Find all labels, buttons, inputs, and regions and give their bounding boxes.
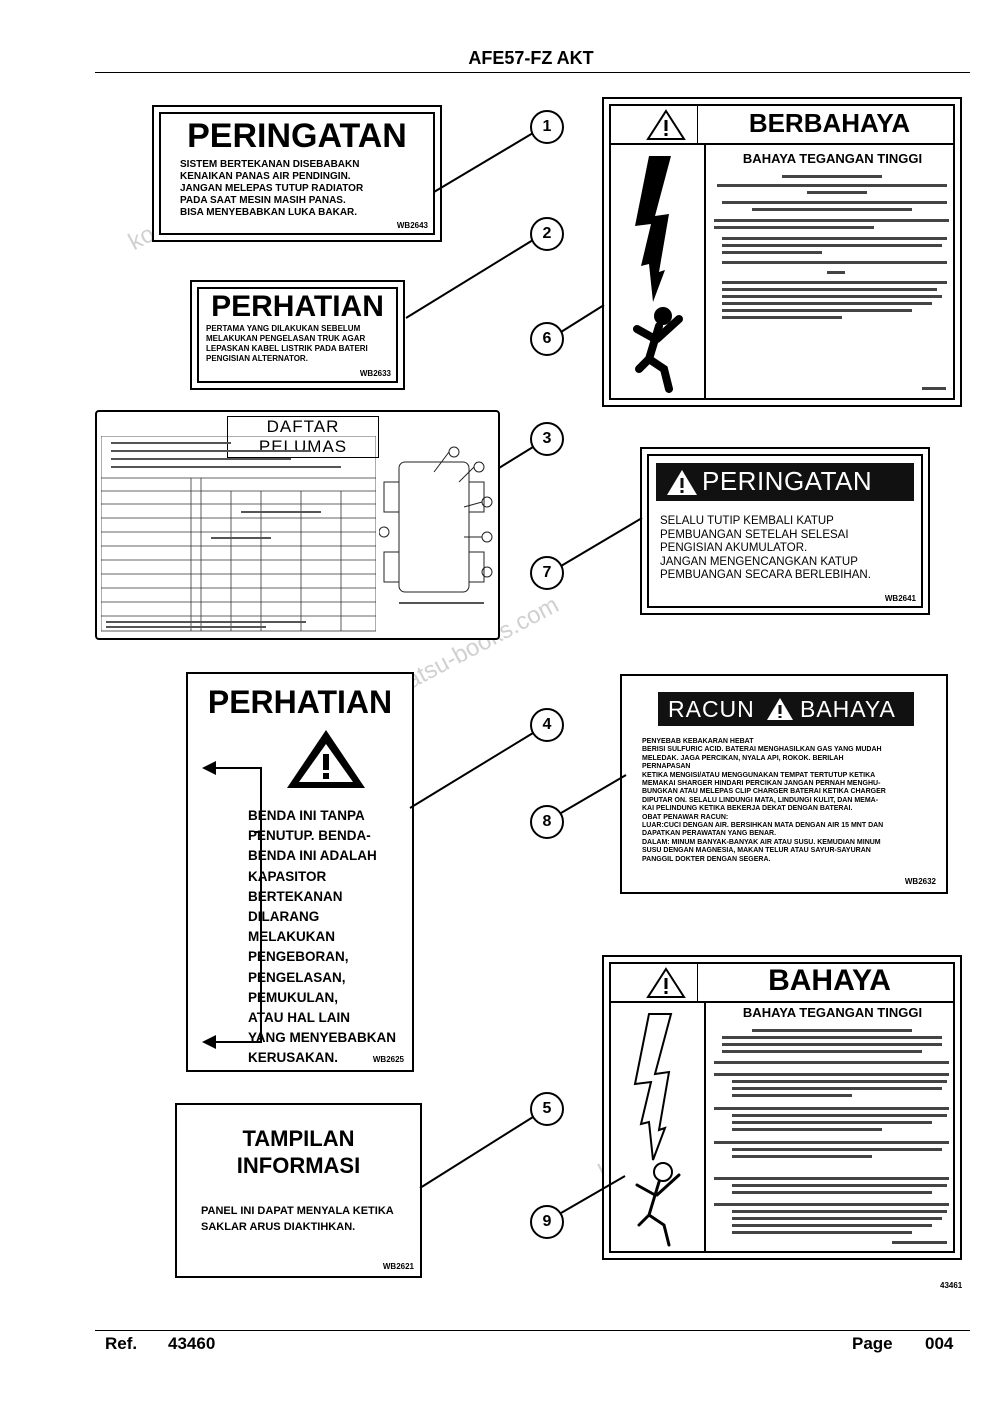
lubricant-table-graphic: [101, 436, 376, 632]
callout-4: 4: [530, 708, 564, 742]
page-label: Page: [852, 1334, 893, 1353]
label-6-subtitle: BAHAYA TEGANGAN TINGGI: [742, 151, 923, 166]
label-1-code: WB2643: [396, 221, 428, 230]
callout-6: 6: [530, 322, 564, 356]
page-value: 004: [925, 1334, 954, 1353]
callout-1: 1: [530, 110, 564, 144]
label-4-code: WB2625: [372, 1055, 404, 1064]
label-8-header: RACUN BAHAYA: [658, 692, 914, 726]
label-8-title-a: RACUN: [668, 696, 755, 722]
label-5-code: WB2621: [382, 1262, 414, 1271]
callout-3: 3: [530, 422, 564, 456]
footer-rule: [95, 1330, 970, 1331]
callout-7: 7: [530, 556, 564, 590]
truck-diagram-graphic: [379, 446, 493, 604]
ref-label: Ref.: [105, 1334, 138, 1353]
callout-5: 5: [530, 1092, 564, 1126]
warning-triangle-icon: [667, 470, 697, 495]
lightning-person-icon: [633, 1013, 681, 1247]
figure-id: 43461: [940, 1281, 963, 1290]
label-2-title: PERHATIAN: [211, 290, 384, 323]
callout-2: 2: [530, 217, 564, 251]
lightning-person-icon: [633, 156, 683, 393]
label-2-perhatian: PERHATIAN PERTAMA YANG DILAKUKAN SEBELUM…: [190, 280, 405, 390]
ref-value: 43460: [168, 1334, 216, 1353]
warning-triangle-icon: [287, 730, 365, 788]
header-rule: [95, 72, 970, 73]
label-7-title: PERINGATAN: [702, 466, 873, 496]
label-9-title: BAHAYA: [768, 964, 891, 997]
label-6-berbahaya: BERBAHAYA BAHAYA TEGANGAN TINGGI: [602, 97, 962, 407]
label-6-header: BERBAHAYA: [611, 106, 953, 145]
label-9-fine-print-graphic: [714, 1029, 949, 1244]
label-7-code: WB2641: [884, 594, 916, 603]
label-3-daftar-pelumas: DAFTAR PELUMAS: [95, 410, 500, 640]
label-4-title: PERHATIAN: [207, 684, 393, 720]
label-6-fine-print-graphic: [714, 175, 949, 390]
label-2-code: WB2633: [359, 369, 391, 378]
label-9-subtitle: BAHAYA TEGANGAN TINGGI: [742, 1005, 923, 1020]
callout-8: 8: [530, 805, 564, 839]
label-1-title: PERINGATAN: [187, 117, 407, 155]
page-title: AFE57-FZ AKT: [468, 48, 594, 68]
label-9-header: BAHAYA: [611, 964, 953, 1003]
warning-triangle-icon: [646, 109, 686, 140]
warning-triangle-icon: [767, 698, 793, 720]
label-6-title: BERBAHAYA: [748, 108, 911, 138]
label-8-title-b: BAHAYA: [800, 696, 896, 722]
warning-triangle-icon: [646, 967, 686, 998]
callout-9: 9: [530, 1205, 564, 1239]
arrow-bracket-icon: [202, 761, 262, 1049]
label-9-bahaya: BAHAYA BAHAYA TEGANGAN TINGGI: [602, 955, 962, 1260]
label-7-header: PERINGATAN: [656, 463, 914, 501]
label-8-code: WB2632: [904, 877, 936, 886]
